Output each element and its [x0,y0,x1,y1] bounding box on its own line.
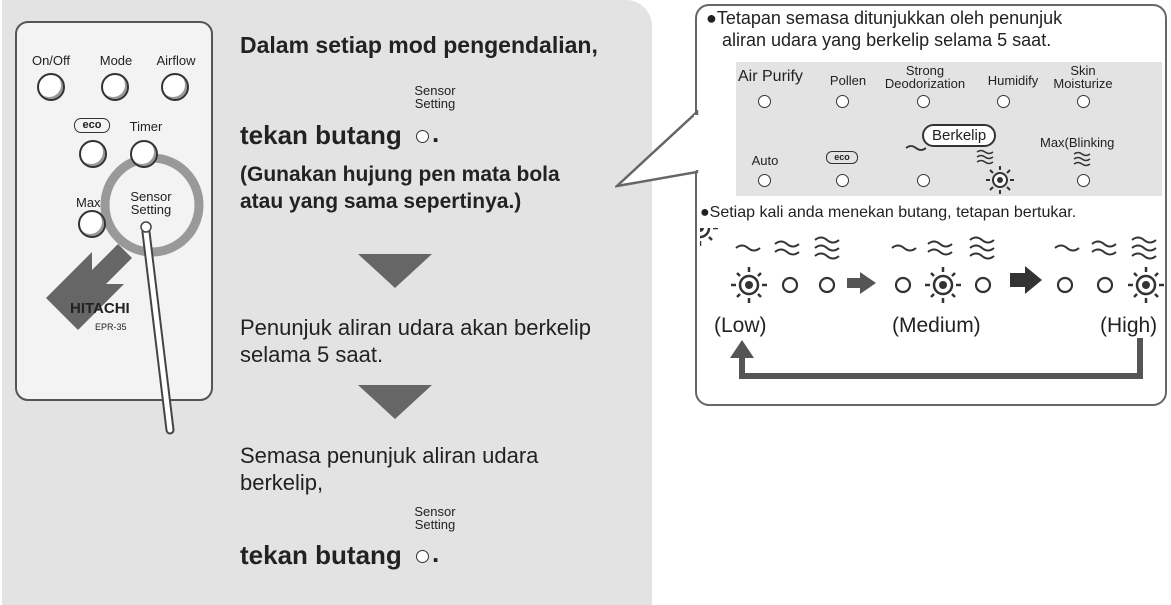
max-airflow-icon [1073,151,1091,167]
airflow-button[interactable] [161,73,189,101]
sensor-button-icon [416,130,429,143]
remote-illustration [15,21,213,435]
indicator-led [758,174,771,187]
while-text-2: berkelip, [240,470,324,495]
sensor-setting-small: Sensor Setting [414,83,456,111]
timer-button[interactable] [130,140,158,168]
max-label: Max [76,195,101,210]
level-medium: (Medium) [892,314,981,337]
indicator-pollen: Pollen [829,73,867,88]
indicator-strong-deodorization: Strong Deodorization [884,63,966,91]
mode-button[interactable] [101,73,129,101]
flash-text-1: Penunjuk aliran udara akan berkelip [240,315,592,340]
mode-label: Mode [99,53,133,68]
max-button[interactable] [78,210,106,238]
eco-label: eco [74,118,110,133]
indicator-led [917,95,930,108]
info-header-2: aliran udara yang berkelip selama 5 saat… [722,30,1052,50]
indicator-max: Max(Blinking [1040,135,1115,150]
timer-label: Timer [129,119,163,134]
indicator-humidify: Humidify [987,73,1039,88]
press-button-text: tekan butang [240,540,402,570]
while-text-1: Semasa penunjuk aliran udara [240,443,539,468]
down-arrow-icon [358,254,432,288]
pen-note-2: atau yang sama sepertinya.) [240,190,522,213]
period: . [432,538,440,568]
indicator-auto: Auto [751,153,779,168]
blink-callout: Berkelip [922,124,997,147]
indicator-led [1077,95,1090,108]
callout-pointer [615,110,700,188]
airflow-icons [905,145,994,165]
onoff-button[interactable] [37,73,65,101]
level-high: (High) [1100,314,1158,337]
sensor-setting-small: Sensor Setting [414,504,456,532]
eco-button[interactable] [79,140,107,168]
airflow-label: Airflow [156,53,196,68]
brand-logo: HITACHI [70,300,130,317]
indicator-air-purify: Air Purify [738,68,803,85]
model-label: EPR-35 [95,322,127,332]
indicator-skin-moisturize: Skin Moisturize [1053,63,1113,91]
indicator-led [997,95,1010,108]
blinking-led-icon [986,166,1014,194]
fan-level-sequence [700,228,1166,379]
onoff-label: On/Off [31,53,71,68]
period: . [432,118,440,148]
indicator-led [836,95,849,108]
sensor-button-icon [416,550,429,563]
down-arrow-icon [358,385,432,419]
indicator-led [917,174,930,187]
indicator-eco: eco [826,151,858,164]
pen-note-1: (Gunakan hujung pen mata bola [240,163,560,186]
indicator-led [836,174,849,187]
indicator-led [758,95,771,108]
press-button-text: tekan butang [240,120,402,150]
info-header-1: ●Tetapan semasa ditunjukkan oleh penunju… [706,8,1063,28]
step-intro: Dalam setiap mod pengendalian, [240,32,598,58]
info-note: ●Setiap kali anda menekan butang, tetapa… [700,204,1077,221]
level-low: (Low) [714,314,767,337]
flash-text-2: selama 5 saat. [240,342,384,367]
sensor-setting-label: Sensor Setting [130,189,172,217]
indicator-led [1077,174,1090,187]
